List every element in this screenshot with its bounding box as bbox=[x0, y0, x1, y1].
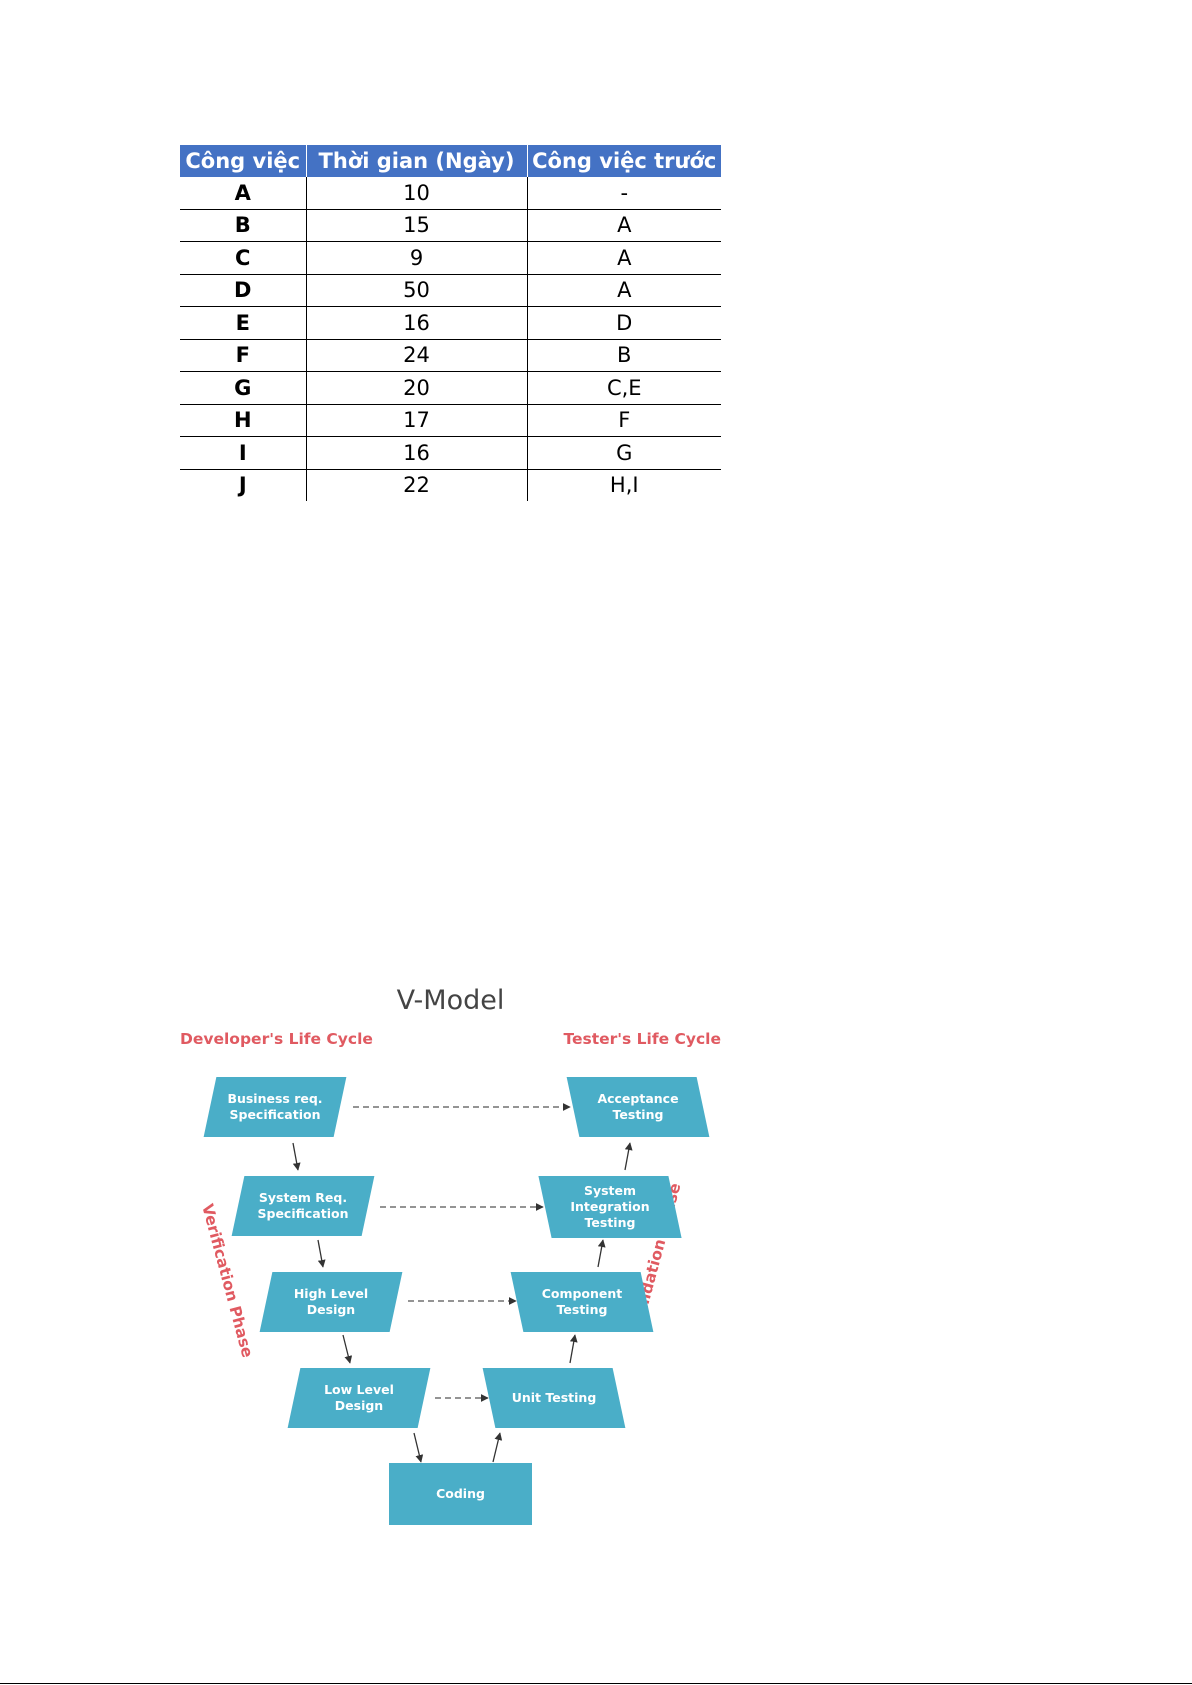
predecessor-cell: A bbox=[527, 241, 721, 275]
duration-cell: 20 bbox=[306, 371, 528, 405]
duration-cell: 17 bbox=[306, 404, 528, 437]
duration-cell: 16 bbox=[306, 306, 528, 340]
header-task: Công việc bbox=[180, 145, 307, 177]
task-cell: F bbox=[180, 339, 307, 372]
unit-testing-box: Unit Testing bbox=[482, 1368, 626, 1428]
acceptance-testing-label: Acceptance Testing bbox=[597, 1091, 679, 1122]
high-level-design-label: High Level Design bbox=[293, 1286, 369, 1317]
system-integration-testing-box: System Integration Testing bbox=[538, 1176, 682, 1238]
task-cell: I bbox=[180, 436, 307, 470]
predecessor-cell: D bbox=[527, 306, 721, 340]
predecessor-cell: C,E bbox=[527, 371, 721, 405]
header-predecessor: Công việc trước bbox=[527, 145, 721, 177]
arrow-down-2 bbox=[317, 1239, 326, 1268]
business-req-label: Business req. Specification bbox=[227, 1091, 323, 1122]
arrow-up-4 bbox=[624, 1142, 633, 1171]
duration-cell: 10 bbox=[306, 177, 528, 210]
low-level-design-label: Low Level Design bbox=[324, 1382, 394, 1413]
developer-life-cycle-label: Developer's Life Cycle bbox=[180, 1030, 373, 1048]
component-testing-label: Component Testing bbox=[541, 1286, 623, 1317]
predecessor-cell: B bbox=[527, 339, 721, 372]
acceptance-testing-box: Acceptance Testing bbox=[566, 1077, 710, 1137]
task-cell: D bbox=[180, 274, 307, 307]
header-duration: Thời gian (Ngày) bbox=[306, 145, 528, 177]
arrow-down-1 bbox=[292, 1142, 301, 1171]
predecessor-cell: A bbox=[527, 274, 721, 307]
page-bottom-rule bbox=[0, 1683, 1192, 1684]
arrow-down-3 bbox=[342, 1334, 353, 1364]
component-testing-box: Component Testing bbox=[510, 1272, 654, 1332]
task-cell: C bbox=[180, 241, 307, 275]
diagram-title: V-Model bbox=[396, 985, 505, 1016]
task-cell: E bbox=[180, 306, 307, 340]
tester-life-cycle-label: Tester's Life Cycle bbox=[563, 1030, 721, 1048]
duration-cell: 15 bbox=[306, 209, 528, 242]
arrow-up-3 bbox=[597, 1239, 606, 1268]
system-req-box: System Req. Specification bbox=[231, 1176, 375, 1236]
v-model-diagram: V-Model Developer's Life Cycle Tester's … bbox=[180, 985, 721, 1526]
duration-cell: 16 bbox=[306, 436, 528, 470]
task-cell: H bbox=[180, 404, 307, 437]
task-cell: A bbox=[180, 177, 307, 210]
task-cell: G bbox=[180, 371, 307, 405]
task-cell: B bbox=[180, 209, 307, 242]
arrow-layer bbox=[292, 1103, 633, 1463]
predecessor-cell: A bbox=[527, 209, 721, 242]
task-table: Công việc Thời gian (Ngày) Công việc trư… bbox=[180, 145, 721, 501]
system-integration-testing-label: System Integration Testing bbox=[570, 1183, 650, 1230]
arrow-up-2 bbox=[569, 1334, 578, 1364]
business-req-box: Business req. Specification bbox=[203, 1077, 347, 1137]
duration-cell: 24 bbox=[306, 339, 528, 372]
coding-box: Coding bbox=[389, 1463, 532, 1525]
predecessor-cell: F bbox=[527, 404, 721, 437]
duration-cell: 50 bbox=[306, 274, 528, 307]
high-level-design-box: High Level Design bbox=[259, 1272, 403, 1332]
low-level-design-box: Low Level Design bbox=[287, 1368, 431, 1428]
duration-cell: 9 bbox=[306, 241, 528, 275]
arrow-down-4 bbox=[413, 1432, 424, 1463]
table-header-row: Công việc Thời gian (Ngày) Công việc trư… bbox=[180, 145, 721, 177]
duration-cell: 22 bbox=[306, 469, 528, 501]
predecessor-cell: H,I bbox=[609, 473, 639, 498]
predecessor-cell: - bbox=[527, 177, 721, 210]
task-cell: J bbox=[180, 469, 307, 501]
predecessor-cell: G bbox=[527, 436, 721, 470]
system-req-label: System Req. Specification bbox=[257, 1190, 349, 1221]
unit-testing-label: Unit Testing bbox=[511, 1390, 597, 1405]
arrow-up-1 bbox=[492, 1432, 503, 1463]
coding-label: Coding bbox=[436, 1486, 485, 1501]
